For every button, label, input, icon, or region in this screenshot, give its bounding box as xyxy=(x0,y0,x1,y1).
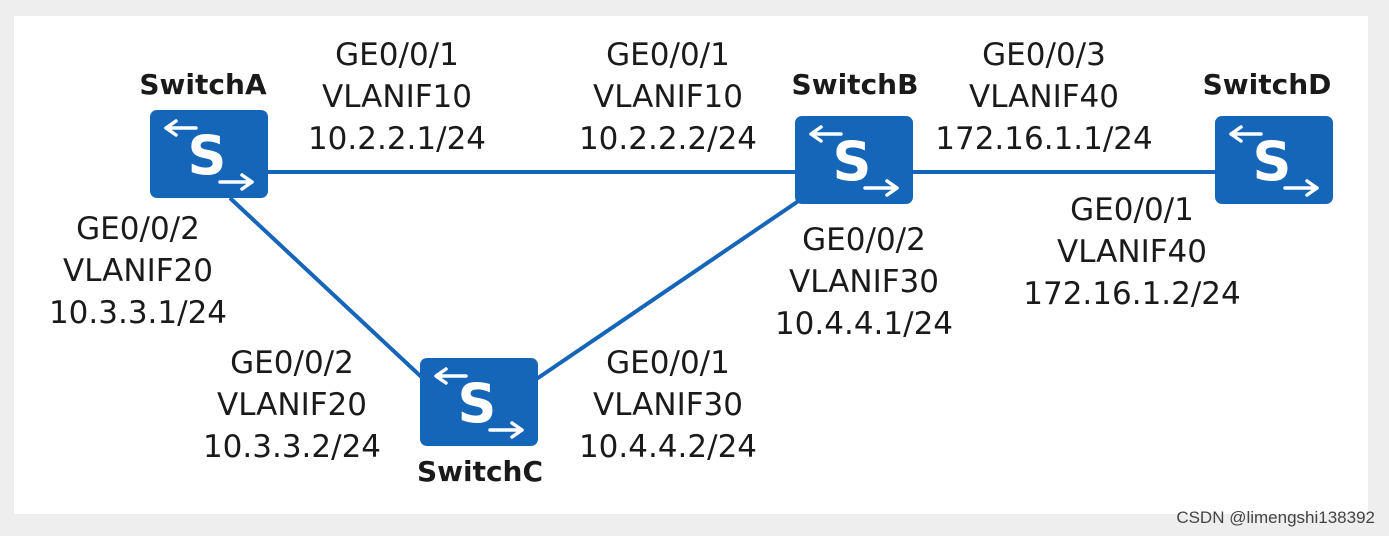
ip-label: 10.2.2.1/24 xyxy=(307,121,487,157)
switch-a-icon: S xyxy=(150,110,268,198)
ip-label: 172.16.1.2/24 xyxy=(1023,276,1241,312)
switch-d-icon: S xyxy=(1215,116,1333,204)
interface-label-b-d: GE0/0/3 VLANIF40 172.16.1.1/24 xyxy=(935,34,1153,160)
vlanif-label: VLANIF30 xyxy=(592,387,744,423)
switch-body xyxy=(150,110,268,198)
arrow-left-icon xyxy=(809,125,843,143)
interface-label-c-a: GE0/0/2 VLANIF20 10.3.3.2/24 xyxy=(203,342,381,468)
watermark: CSDN @limengshi138392 xyxy=(1176,508,1375,527)
arrow-right-icon xyxy=(488,421,524,439)
port-label: GE0/0/1 xyxy=(1070,192,1194,228)
interface-label-a-b: GE0/0/1 VLANIF10 10.2.2.1/24 xyxy=(308,34,486,160)
arrow-left-icon xyxy=(164,119,198,137)
arrow-right-icon xyxy=(863,179,899,197)
switch-body xyxy=(1215,116,1333,204)
ip-label: 10.2.2.2/24 xyxy=(578,121,758,157)
switch-glyph: S xyxy=(1253,130,1292,193)
interface-label-c-b: GE0/0/1 VLANIF30 10.4.4.2/24 xyxy=(579,342,757,468)
switch-glyph: S xyxy=(188,124,227,187)
link-b-c xyxy=(533,198,802,382)
switch-a-name: SwitchA xyxy=(139,68,267,101)
interface-label-b-c: GE0/0/2 VLANIF30 10.4.4.1/24 xyxy=(775,219,953,345)
port-label: GE0/0/2 xyxy=(230,345,354,381)
vlanif-label: VLANIF10 xyxy=(321,79,473,115)
port-label: GE0/0/1 xyxy=(606,37,730,73)
switch-c-name: SwitchC xyxy=(416,455,544,488)
interface-label-d-b: GE0/0/1 VLANIF40 172.16.1.2/24 xyxy=(1023,189,1241,315)
switch-b-name: SwitchB xyxy=(791,68,919,101)
switch-body xyxy=(795,116,913,204)
switch-d-name: SwitchD xyxy=(1202,68,1332,101)
ip-label: 10.3.3.1/24 xyxy=(48,295,228,331)
port-label: GE0/0/1 xyxy=(606,345,730,381)
arrow-left-icon xyxy=(434,367,468,385)
interface-label-a-c: GE0/0/2 VLANIF20 10.3.3.1/24 xyxy=(49,208,227,334)
link-a-c xyxy=(228,196,432,387)
switch-body xyxy=(420,358,538,446)
arrow-left-icon xyxy=(1229,125,1263,143)
vlanif-label: VLANIF10 xyxy=(592,79,744,115)
vlanif-label: VLANIF40 xyxy=(1056,234,1208,270)
arrow-right-icon xyxy=(1283,179,1319,197)
switch-glyph: S xyxy=(458,372,497,435)
switch-glyph: S xyxy=(833,130,872,193)
ip-label: 172.16.1.1/24 xyxy=(935,121,1153,157)
port-label: GE0/0/2 xyxy=(76,211,200,247)
diagram-panel xyxy=(14,16,1368,514)
vlanif-label: VLANIF40 xyxy=(968,79,1120,115)
vlanif-label: VLANIF30 xyxy=(788,264,940,300)
switch-c-icon: S xyxy=(420,358,538,446)
ip-label: 10.4.4.2/24 xyxy=(578,429,758,465)
port-label: GE0/0/3 xyxy=(982,37,1106,73)
switch-b-icon: S xyxy=(795,116,913,204)
vlanif-label: VLANIF20 xyxy=(216,387,368,423)
port-label: GE0/0/1 xyxy=(335,37,459,73)
ip-label: 10.4.4.1/24 xyxy=(774,306,954,342)
arrow-right-icon xyxy=(218,173,254,191)
vlanif-label: VLANIF20 xyxy=(62,253,214,289)
port-label: GE0/0/2 xyxy=(802,222,926,258)
ip-label: 10.3.3.2/24 xyxy=(202,429,382,465)
interface-label-b-a: GE0/0/1 VLANIF10 10.2.2.2/24 xyxy=(579,34,757,160)
